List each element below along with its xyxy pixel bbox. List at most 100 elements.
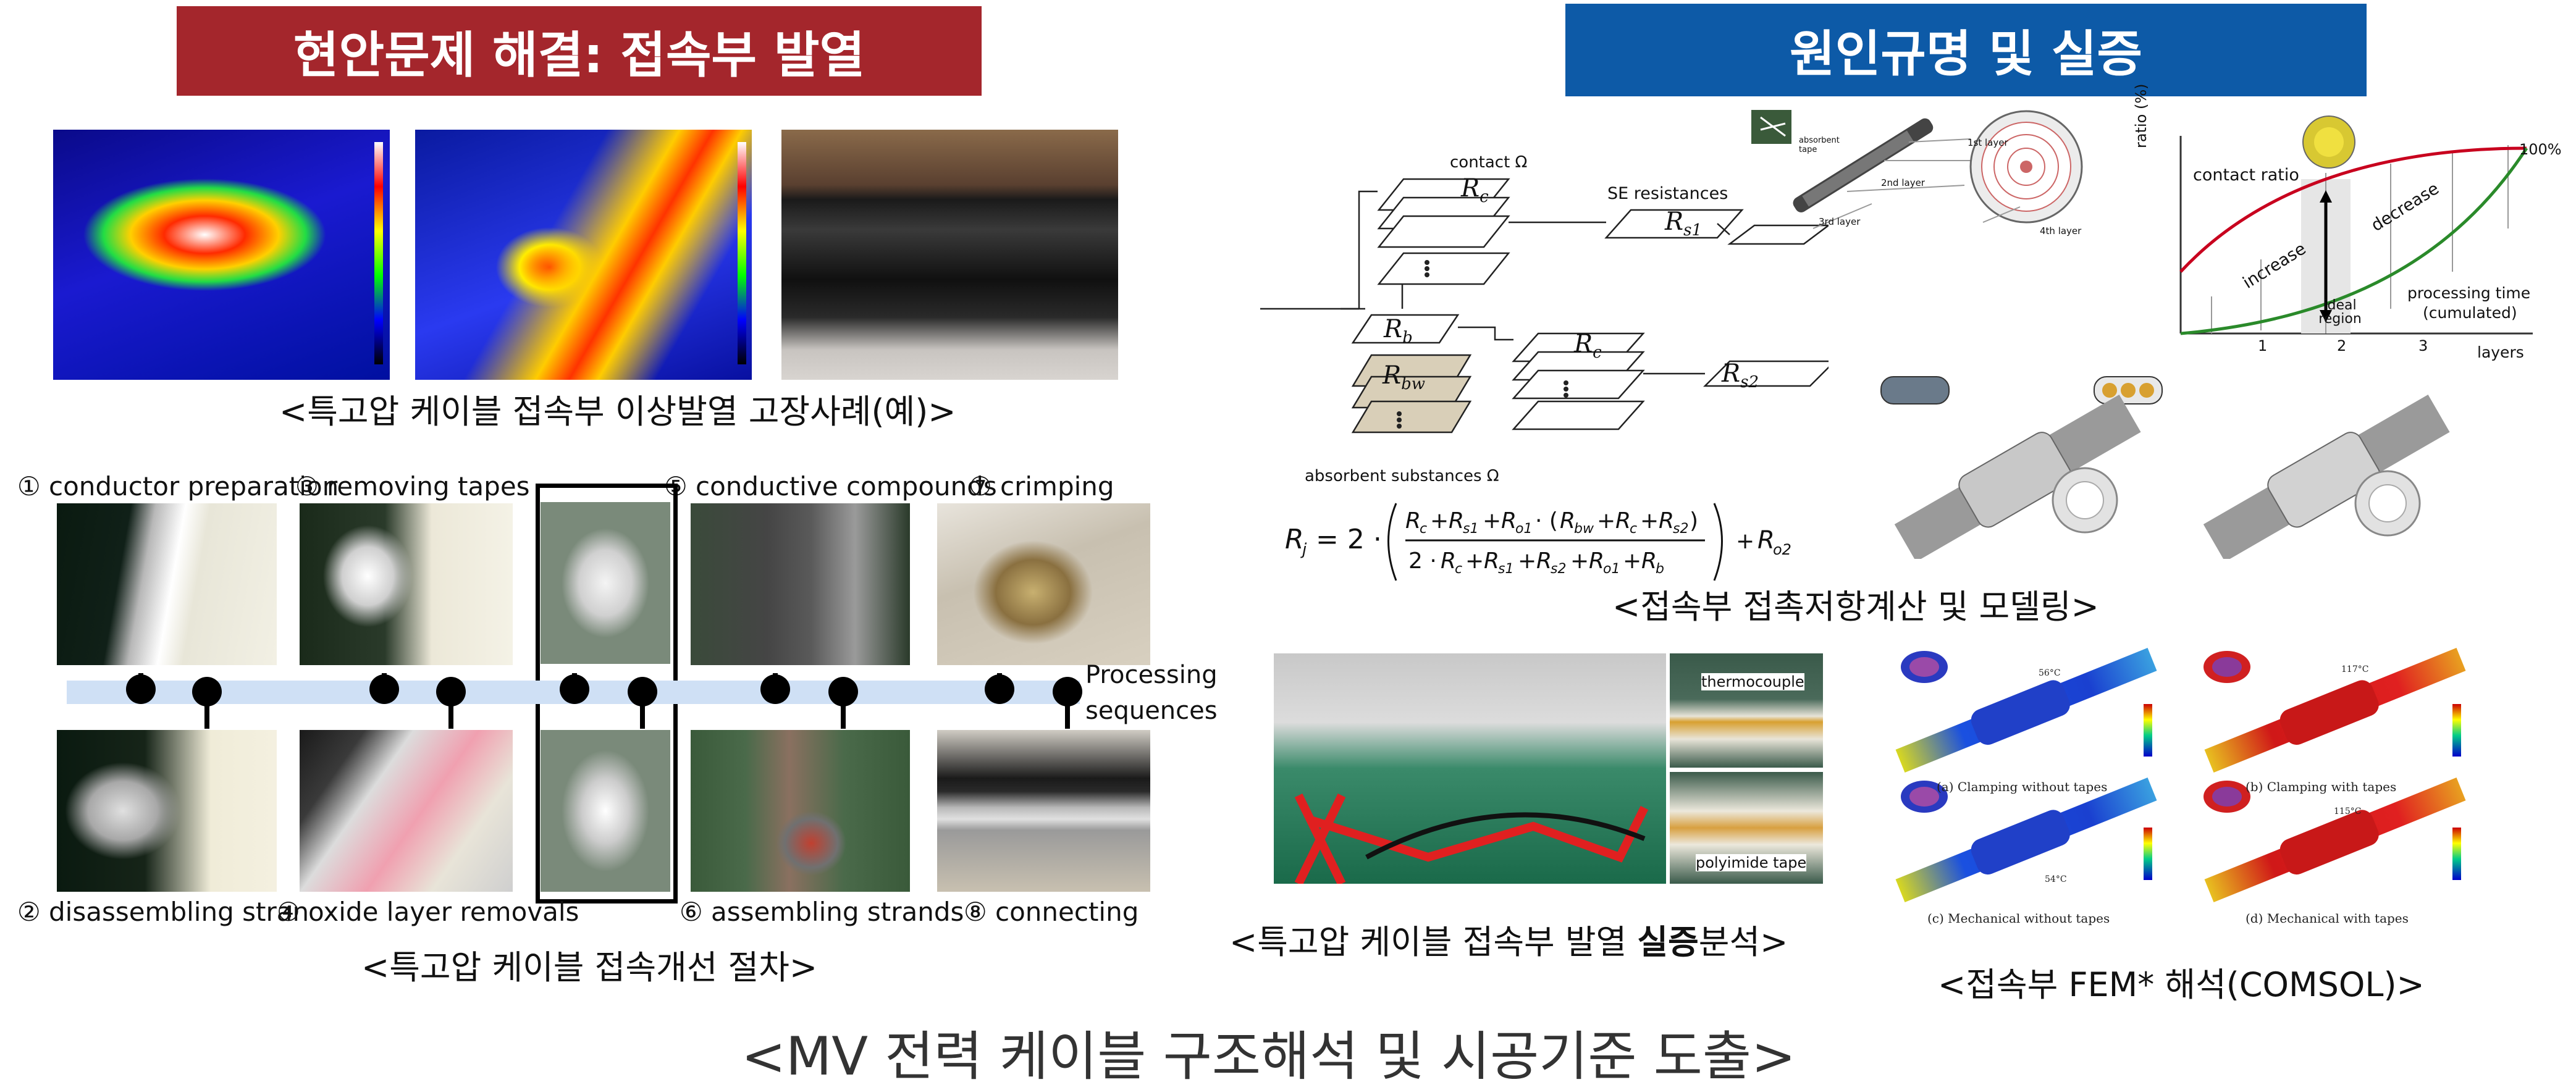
svg-text:R: R [1641,548,1657,574]
step-1-label: ① conductor preparation [17,471,339,501]
rc-bottom-label: Rc [1574,330,1602,362]
step-4-label: ④ oxide layer removals [277,897,579,927]
right-title-banner: 원인규명 및 실증 [1565,4,2367,96]
step-6-label: ⑥ assembling strands [680,897,964,927]
fem-temp-a: 56°C [2039,668,2061,678]
svg-text:s2: s2 [1551,561,1566,577]
step-8-label: ⑧ connecting [964,897,1139,927]
rs2-label: Rs2 [1722,359,1759,392]
rc-top-label: Rc [1461,174,1489,206]
contact-resistance-formula: Rj = 2 · Rc + Rs1 + Ro1 · ( Rbw + Rc + R… [1285,503,1791,581]
svg-text:+: + [1570,548,1589,574]
svg-text:+: + [1483,508,1501,534]
bottom-title: <MV 전력 케이블 구조해석 및 시공기준 도출> [741,1026,1796,1088]
sequences-label: sequences [1085,697,1218,725]
svg-text:s2: s2 [1673,521,1688,537]
layer-3-label: 3rd layer [1819,216,1861,227]
svg-text:+: + [1597,508,1615,534]
svg-text:R: R [1405,508,1421,534]
step-3-label: ③ removing tapes [295,471,530,501]
thermal-image-1 [53,130,390,380]
svg-text:bw: bw [1574,521,1594,537]
pct100-label: 100% [2519,141,2562,158]
layers-xlabel: layers [2477,343,2524,361]
contact-resistance-caption: <접속부 접촉저항계산 및 모델링> [1612,587,2099,626]
photo-step-7 [937,503,1150,665]
polyimide-label: polyimide tape [1696,854,1807,871]
svg-text:o1: o1 [1603,561,1620,577]
svg-text:R: R [1615,508,1631,534]
step-5-label: ⑤ conductive compounds [664,471,997,501]
svg-text:R: R [1501,508,1517,534]
thermal-image-2 [415,130,752,380]
ratio-ylabel: ratio (%) [2132,83,2150,149]
fem-temp-d: 115°C [2334,807,2362,816]
svg-text:+: + [1518,548,1536,574]
svg-text:+: + [1430,508,1449,534]
layer-1-label: 1st layer [1968,137,2008,148]
ideal-region-label: ideal region [2318,298,2362,327]
thermocouple-photo [1670,653,1823,768]
svg-text:c: c [1420,521,1427,537]
svg-text:c: c [1630,521,1637,537]
photo-step-5a [541,502,670,664]
svg-text:2 ·: 2 · [1408,548,1437,574]
svg-text:R: R [1441,548,1456,574]
burnt-joint-photo [781,130,1118,380]
layer-2-label: 2nd layer [1881,177,1925,188]
svg-text:o1: o1 [1515,521,1532,537]
svg-text:c: c [1455,561,1462,577]
fem-label-a: (a) Clamping without tapes [1937,779,2108,794]
svg-text:s1: s1 [1463,521,1478,537]
fem-caption: <접속부 FEM* 해석(COMSOL)> [1938,965,2425,1004]
absorbent-tape-label: absorbent tape [1799,136,1840,154]
field-test-photo [1274,653,1666,884]
timeline-nodes [126,673,1082,729]
svg-text:R: R [1560,508,1575,534]
absorbent-label: absorbent substances Ω [1305,467,1499,485]
right-title: 원인규명 및 실증 [1790,25,2142,83]
left-title-banner: 현안문제 해결: 접속부 발열 [177,6,982,96]
photo-step-5 [691,503,910,665]
svg-text:R: R [1285,524,1304,555]
photo-step-3 [300,503,513,665]
thermocouple-label: thermocouple [1701,673,1804,690]
svg-text:o2: o2 [1773,541,1791,558]
svg-text:R: R [1484,548,1499,574]
svg-text:): ) [1690,508,1698,534]
svg-text:j: j [1300,540,1307,559]
processing-label: Processing [1085,661,1218,689]
fem-label-b: (b) Clamping with tapes [2246,779,2397,794]
photo-step-4 [300,730,513,892]
svg-text:+: + [1465,548,1484,574]
fem-temp-b: 117°C [2341,664,2369,674]
tick-2: 2 [2337,337,2347,354]
svg-text:= 2 ·: = 2 · [1316,524,1382,555]
fem-label-c: (c) Mechanical without tapes [1927,911,2110,926]
cable-layer-illustration [1751,110,2083,229]
svg-text:+: + [1640,508,1659,534]
photo-step-1 [57,503,277,665]
rs1-label: Rs1 [1665,208,1703,240]
svg-text:R: R [1659,508,1674,534]
thermal-cases-caption: <특고압 케이블 접속부 이상발열 고장사례(예)> [279,392,956,431]
contact-label: contact Ω [1450,153,1528,172]
svg-text:+: + [1736,529,1754,554]
svg-text:R: R [1589,548,1604,574]
layer-4-label: 4th layer [2040,225,2082,237]
field-test-caption: <특고압 케이블 접속부 발열 실증분석> [1229,923,1788,962]
svg-text:R: R [1449,508,1464,534]
processing-time-label: processing time [2407,284,2531,302]
tick-3: 3 [2418,337,2428,354]
fem-temp-c: 54°C [2045,874,2067,884]
ratio-chart [2179,115,2533,335]
se-resistances-label: SE resistances [1607,184,1728,203]
svg-text:s1: s1 [1498,561,1513,577]
connector-models [1880,376,2450,559]
contact-ratio-label: contact ratio [2193,166,2299,185]
photo-step-2 [57,730,277,892]
svg-text:R: R [1536,548,1552,574]
photo-step-8 [937,730,1150,892]
improvement-procedure-caption: <특고압 케이블 접속개선 절차> [361,948,818,987]
svg-text:· (: · ( [1535,508,1558,534]
